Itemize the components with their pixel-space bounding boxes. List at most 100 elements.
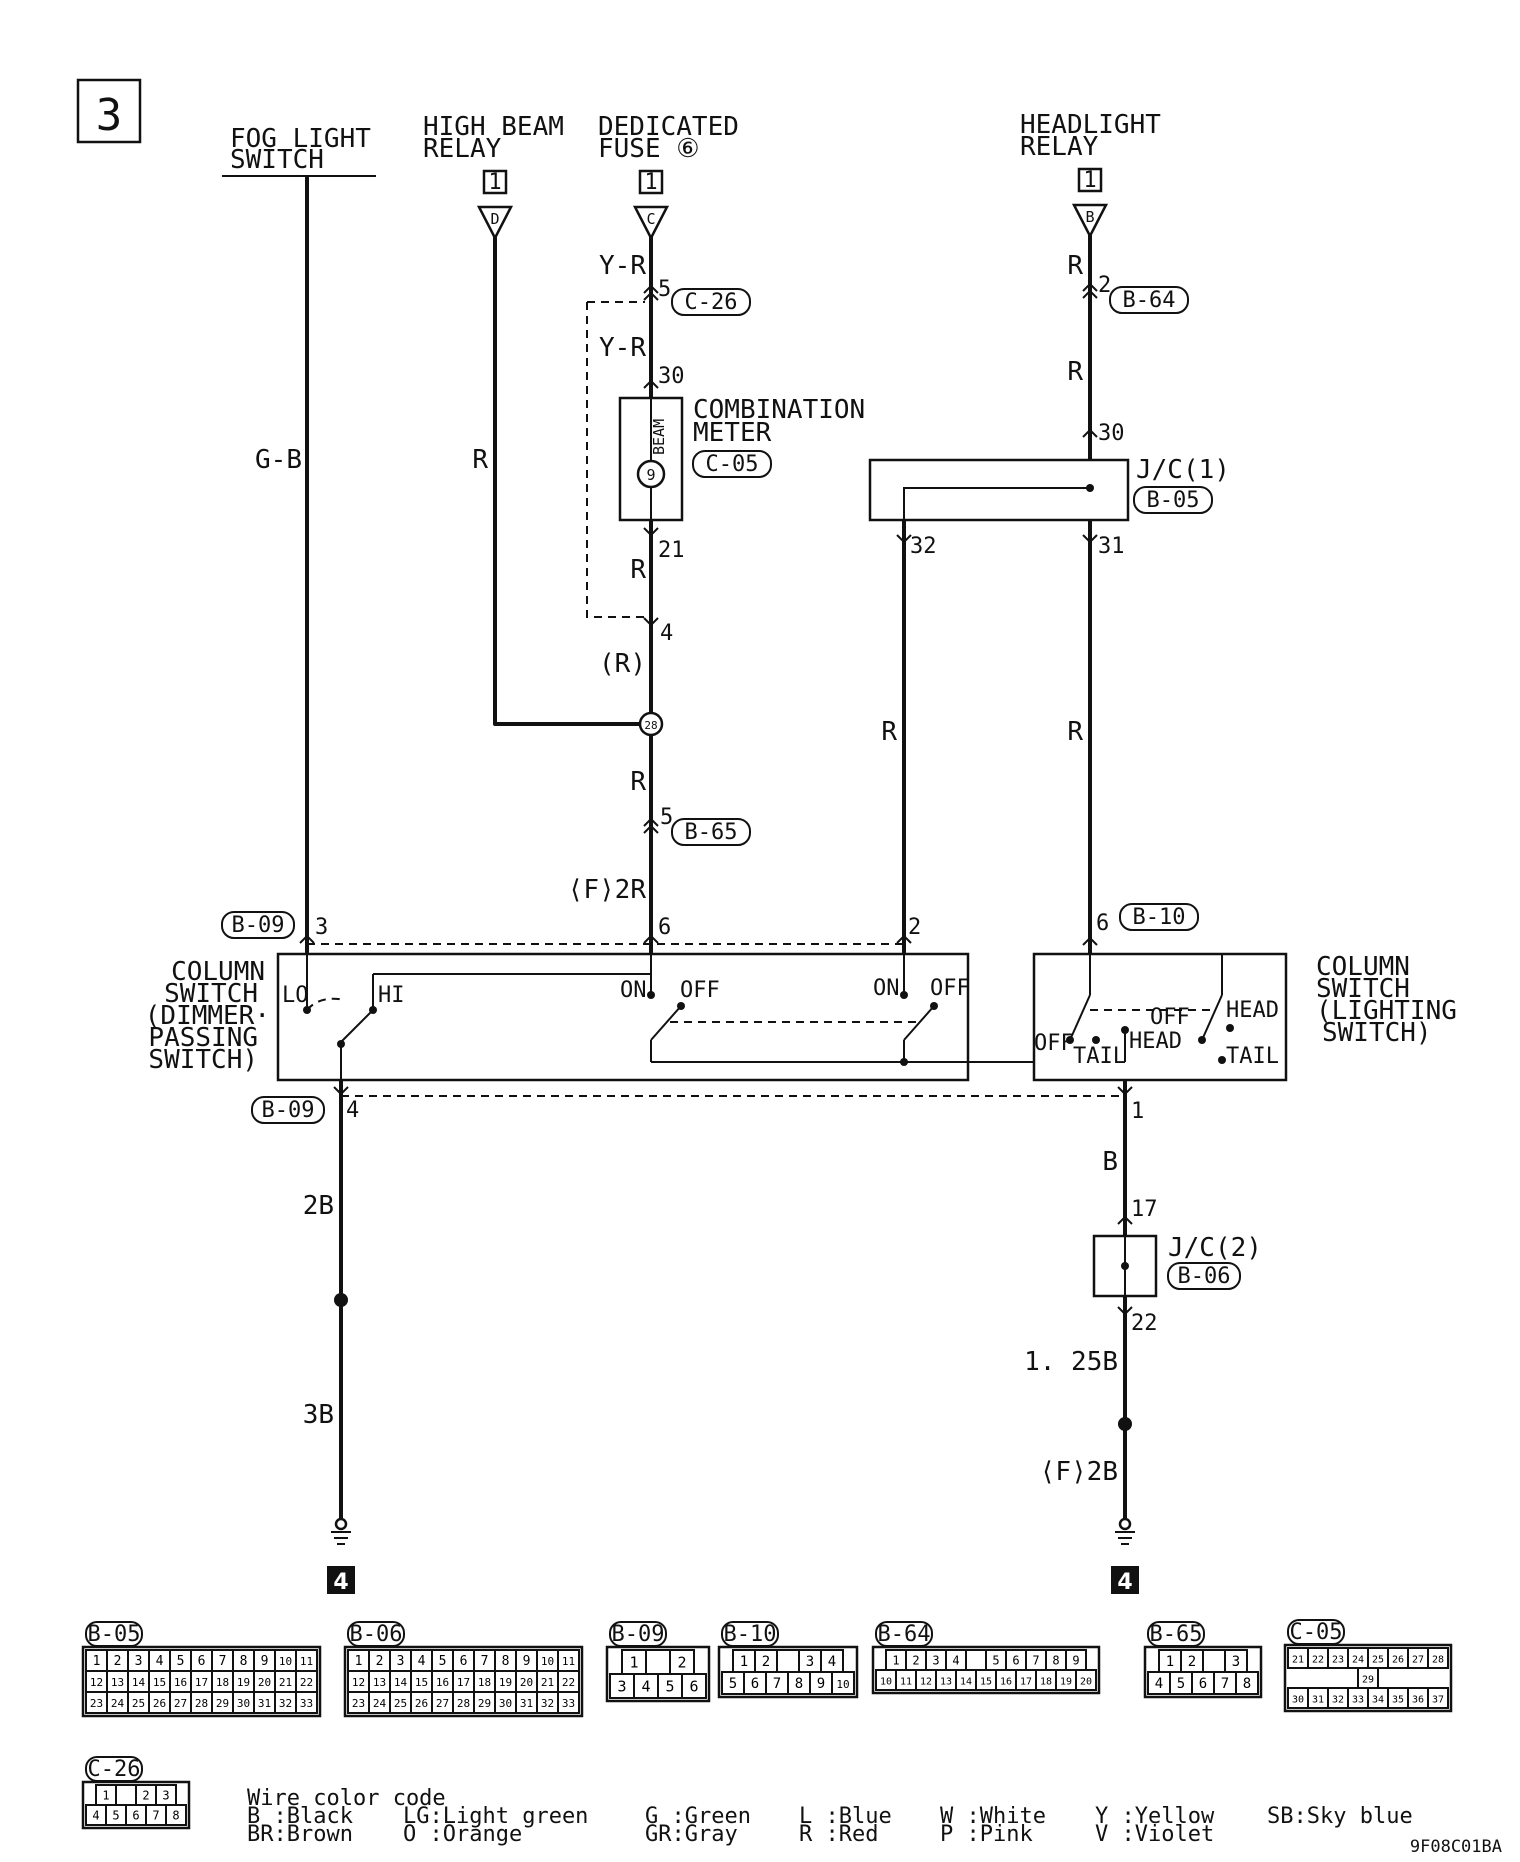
- connector-view-name: B-06: [350, 1622, 403, 1647]
- connector-pin-number: 13: [111, 1676, 124, 1689]
- svg-text:OFF: OFF: [1150, 1005, 1190, 1030]
- svg-text:TAIL: TAIL: [1226, 1044, 1279, 1069]
- connector-pin-number: 6: [1199, 1676, 1207, 1692]
- svg-text:FUSE ⑥: FUSE ⑥: [598, 134, 700, 164]
- connector-pin-number: 30: [237, 1697, 250, 1710]
- connector-pin-number: 14: [960, 1676, 972, 1687]
- svg-text:J/C(2): J/C(2): [1168, 1233, 1262, 1263]
- svg-text:DEDICATED: DEDICATED: [598, 112, 739, 142]
- svg-text:6: 6: [658, 915, 671, 940]
- svg-text:B: B: [1085, 208, 1094, 226]
- connector-pin-number: 10: [836, 1678, 849, 1691]
- connector-pin-number: 14: [132, 1676, 146, 1689]
- svg-text:31: 31: [1098, 534, 1125, 559]
- connector-pin-number: 4: [828, 1654, 836, 1670]
- svg-text:V :Violet: V :Violet: [1095, 1822, 1214, 1847]
- svg-text:OFF: OFF: [680, 978, 720, 1003]
- connector-pin-number: 2: [1188, 1654, 1196, 1670]
- combination-meter: 9 BEAM COMBINATION METER: [586, 301, 865, 618]
- connector-pin-number: 18: [478, 1676, 491, 1689]
- connector-pin-number: 5: [439, 1654, 447, 1669]
- svg-text:1. 25B: 1. 25B: [1024, 1347, 1118, 1377]
- svg-text:B-09: B-09: [232, 913, 285, 938]
- svg-text:OFF: OFF: [1034, 1031, 1074, 1056]
- svg-text:Wire color code: Wire color code: [247, 1786, 446, 1811]
- connector-pin-number: 1: [1166, 1654, 1174, 1670]
- connector-pin-number: 37: [1432, 1694, 1444, 1705]
- svg-text:R: R: [1067, 357, 1083, 387]
- connector-pin-cell: [1427, 1647, 1449, 1669]
- svg-text:B-05: B-05: [1147, 488, 1200, 513]
- connector-pin-number: 23: [90, 1697, 103, 1710]
- svg-text:G-B: G-B: [255, 445, 302, 475]
- page-number-box: 3: [76, 78, 142, 144]
- connector-pin-number: 3: [806, 1654, 814, 1670]
- connector-pin-number: 32: [279, 1697, 292, 1710]
- connector-pin-number: 11: [562, 1655, 575, 1668]
- connector-pin-number: 26: [1392, 1654, 1404, 1665]
- pin-numbers: 5 30 21 4 5 6 3 2 4 2 30 32 31 6 1 17 22: [315, 273, 1158, 1336]
- junction-28: 28: [638, 711, 664, 737]
- connector-pin-number: 28: [1432, 1654, 1444, 1665]
- connector-pin-number: 25: [1372, 1654, 1384, 1665]
- connector-pin-number: 13: [940, 1676, 952, 1687]
- svg-text:C: C: [646, 210, 655, 228]
- connector-pin-number: 19: [237, 1676, 250, 1689]
- connector-pin-number: 30: [499, 1697, 512, 1710]
- connector-pin-number: 36: [1412, 1694, 1424, 1705]
- connector-view-name: C-26: [88, 1757, 141, 1782]
- connector-pin-number: 2: [762, 1654, 770, 1670]
- high-beam-relay-ref: 1 D: [476, 169, 514, 241]
- connector-pin-number: 26: [415, 1697, 428, 1710]
- svg-text:R: R: [630, 767, 646, 797]
- connector-pin-number: 12: [90, 1676, 103, 1689]
- connector-pin-number: 9: [523, 1654, 531, 1669]
- connector-pin-number: 33: [562, 1697, 575, 1710]
- svg-text:B-65: B-65: [685, 820, 738, 845]
- svg-text:GR:Gray: GR:Gray: [645, 1822, 738, 1847]
- connector-pin-number: 2: [114, 1654, 122, 1669]
- svg-text:Y-R: Y-R: [599, 251, 646, 281]
- connector-pin-number: 22: [1312, 1654, 1324, 1665]
- svg-text:COLUMN: COLUMN: [171, 957, 265, 987]
- connector-pin-number: 19: [1060, 1676, 1072, 1687]
- svg-text:22: 22: [1131, 1311, 1158, 1336]
- svg-text:BR:Brown: BR:Brown: [247, 1822, 353, 1847]
- svg-text:ON: ON: [620, 978, 647, 1003]
- connector-pin-number: 31: [1312, 1694, 1324, 1705]
- connector-pin-number: 4: [641, 1677, 650, 1695]
- connector-view-name: B-64: [878, 1622, 931, 1647]
- svg-text:B :Black: B :Black: [247, 1804, 353, 1829]
- svg-text:SWITCH): SWITCH): [1322, 1018, 1432, 1048]
- svg-text:17: 17: [1131, 1197, 1158, 1222]
- connector-pin-number: 30: [1292, 1694, 1304, 1705]
- connector-pin-number: 10: [541, 1655, 554, 1668]
- connector-pin-number: 7: [152, 1808, 159, 1822]
- connector-pin-number: 3: [135, 1654, 143, 1669]
- svg-text:4: 4: [660, 621, 673, 646]
- connector-tags: C-26 B-64 C-05 B-05 B-65 B-09 B-09 B-10 …: [221, 286, 1241, 1290]
- connector-pin-number: 31: [520, 1697, 533, 1710]
- svg-text:COLUMN: COLUMN: [1316, 952, 1410, 982]
- connector-pin-number: 24: [111, 1697, 125, 1710]
- svg-text:C-05: C-05: [706, 452, 759, 477]
- wire-r-high-beam: [493, 236, 642, 726]
- svg-text:⟨F⟩2R: ⟨F⟩2R: [568, 875, 647, 905]
- connector-pin-cell: [295, 1691, 318, 1714]
- connector-pin-number: 4: [92, 1808, 99, 1822]
- connector-pin-number: 5: [992, 1653, 999, 1667]
- connector-pin-number: 3: [1232, 1654, 1240, 1670]
- connector-pin-number: 4: [156, 1654, 164, 1669]
- svg-text:HEAD: HEAD: [1129, 1029, 1182, 1054]
- connector-pin-number: 27: [436, 1697, 449, 1710]
- svg-text:HEAD: HEAD: [1226, 998, 1279, 1023]
- svg-text:ON: ON: [873, 976, 900, 1001]
- connector-pin-number: 17: [195, 1676, 208, 1689]
- connector-pin-number: 7: [773, 1676, 781, 1692]
- connector-view-name: B-10: [724, 1622, 777, 1647]
- figure-code: 9F08C01BA: [1410, 1837, 1502, 1857]
